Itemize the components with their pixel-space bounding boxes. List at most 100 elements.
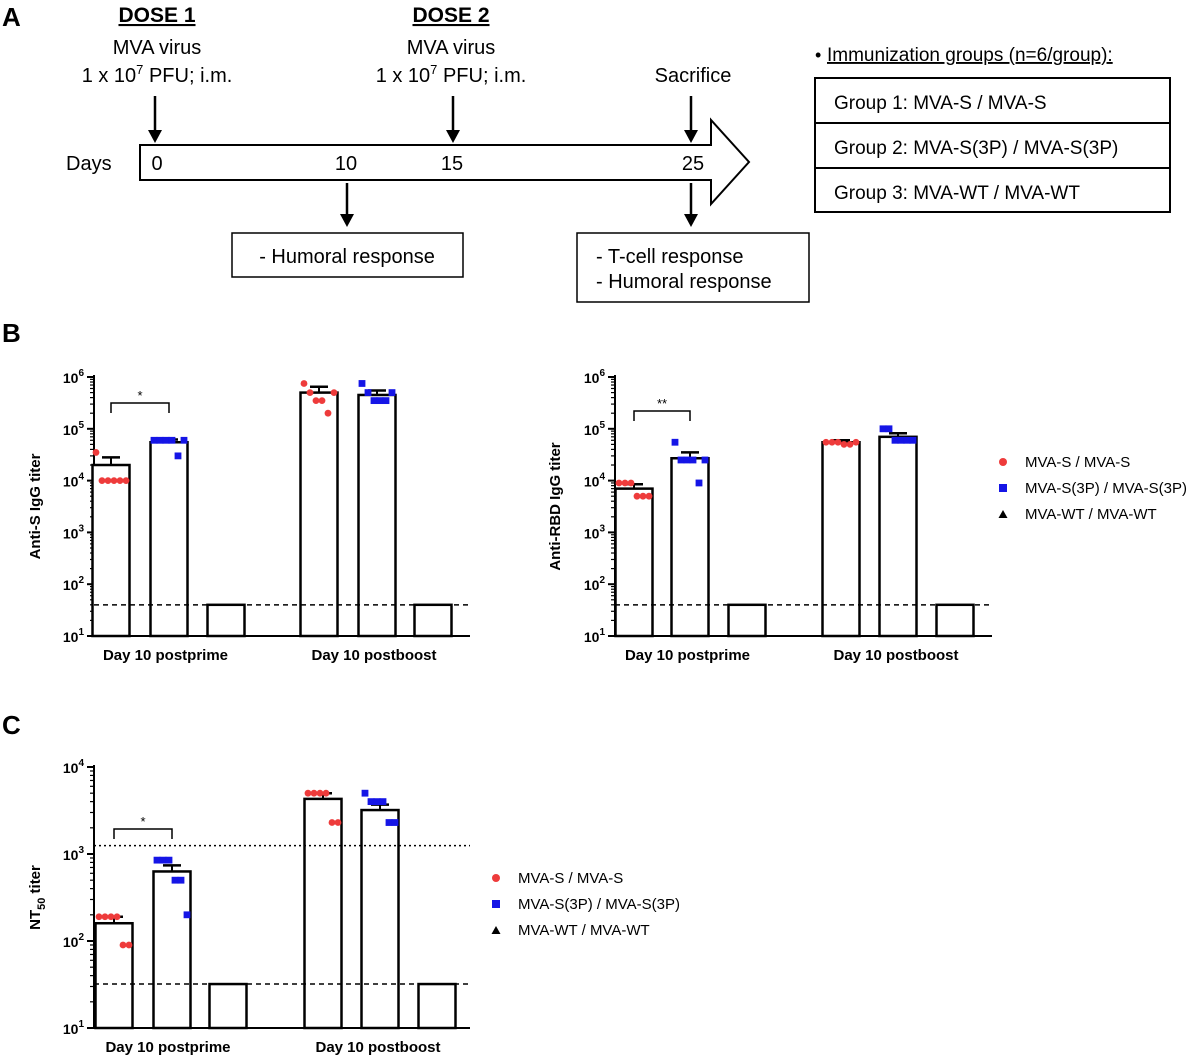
groups-heading-bullet: • bbox=[815, 45, 821, 65]
data-point-square bbox=[364, 389, 372, 396]
data-point-square bbox=[689, 456, 697, 464]
y-tick-exponent: 3 bbox=[599, 523, 605, 534]
data-point-square bbox=[701, 456, 709, 464]
significance-label: * bbox=[137, 388, 142, 403]
y-tick-exponent: 2 bbox=[599, 575, 605, 586]
y-tick-base: 10 bbox=[63, 525, 79, 541]
significance-bracket bbox=[110, 402, 170, 413]
y-tick-base: 10 bbox=[584, 629, 600, 645]
data-point-square bbox=[385, 819, 393, 826]
legend-marker-triangle bbox=[998, 510, 1008, 518]
bar bbox=[878, 435, 918, 638]
data-point-square bbox=[391, 819, 399, 826]
down-arrow-dose1 bbox=[148, 96, 162, 143]
y-tick-label: 104 bbox=[63, 758, 85, 776]
data-point-square bbox=[897, 436, 905, 444]
y-tick-base: 10 bbox=[63, 629, 79, 645]
day-tick-25: 25 bbox=[682, 153, 704, 175]
sacrifice-label: Sacrifice bbox=[655, 65, 732, 87]
group-row-3: Group 3: MVA-WT / MVA-WT bbox=[834, 183, 1080, 204]
bar bbox=[303, 797, 343, 1030]
data-point-square bbox=[879, 425, 887, 433]
data-point-square bbox=[183, 911, 191, 919]
dose1-line2-sup: 7 bbox=[136, 62, 143, 77]
bar bbox=[94, 921, 134, 1030]
data-point-square bbox=[150, 436, 158, 444]
down-arrow-day25 bbox=[684, 183, 698, 227]
panel-a-letter: A bbox=[2, 2, 21, 32]
box-day25 bbox=[576, 232, 810, 303]
data-point-circle bbox=[330, 389, 338, 396]
y-axis-label-part: NT bbox=[27, 910, 44, 930]
y-tick-base: 10 bbox=[584, 577, 600, 593]
day-tick-15: 15 bbox=[441, 153, 463, 175]
data-point-circle bbox=[639, 492, 647, 500]
significance-bracket bbox=[633, 410, 691, 421]
bar bbox=[357, 393, 397, 638]
legend-label: MVA-S / MVA-S bbox=[518, 870, 623, 887]
y-tick-exponent: 5 bbox=[78, 420, 84, 431]
data-point-circle bbox=[334, 819, 342, 826]
x-category-label: Day 10 postboost bbox=[833, 647, 958, 664]
down-arrow-dose2 bbox=[446, 96, 460, 143]
days-label: Days bbox=[66, 153, 112, 175]
data-point-square bbox=[891, 436, 899, 444]
y-tick-exponent: 6 bbox=[599, 368, 605, 379]
y-tick-exponent: 4 bbox=[599, 472, 605, 483]
significance-label: * bbox=[140, 814, 145, 829]
dose2-line1: MVA virus bbox=[407, 37, 496, 59]
y-tick-base: 10 bbox=[584, 474, 600, 490]
day-tick-0: 0 bbox=[151, 153, 162, 175]
data-point-circle bbox=[846, 440, 854, 448]
y-tick-label: 105 bbox=[63, 420, 85, 438]
bar bbox=[299, 391, 339, 638]
data-point-circle bbox=[852, 438, 860, 446]
data-point-circle bbox=[304, 789, 312, 797]
y-tick-base: 10 bbox=[63, 577, 79, 593]
data-point-circle bbox=[116, 477, 124, 484]
legend-label: MVA-S(3P) / MVA-S(3P) bbox=[1025, 480, 1187, 497]
data-point-circle bbox=[113, 913, 121, 921]
data-point-square bbox=[361, 789, 369, 797]
bar bbox=[670, 457, 710, 638]
bar bbox=[206, 603, 246, 638]
data-point-circle bbox=[322, 789, 330, 797]
y-tick-base: 10 bbox=[63, 847, 79, 863]
box-day25-line2: - Humoral response bbox=[596, 271, 772, 293]
data-point-circle bbox=[119, 941, 127, 949]
legend-marker-square bbox=[999, 484, 1007, 492]
dose2-line2-post: PFU; i.m. bbox=[437, 65, 526, 87]
y-tick-base: 10 bbox=[63, 474, 79, 490]
y-tick-base: 10 bbox=[63, 760, 79, 776]
data-point-square bbox=[370, 397, 378, 405]
groups-heading: Immunization groups (n=6/group): bbox=[827, 45, 1113, 66]
significance-bracket bbox=[113, 828, 173, 839]
down-arrow-sacrifice bbox=[684, 96, 698, 143]
data-point-square bbox=[683, 456, 691, 464]
x-category-label: Day 10 postprime bbox=[625, 647, 750, 664]
data-point-square bbox=[180, 436, 188, 444]
legend-marker-triangle bbox=[491, 926, 501, 934]
legend-label: MVA-S(3P) / MVA-S(3P) bbox=[518, 896, 680, 913]
bar bbox=[614, 487, 654, 638]
y-tick-label: 105 bbox=[584, 420, 606, 438]
data-point-circle bbox=[318, 397, 326, 405]
dose1-title: DOSE 1 bbox=[118, 4, 195, 27]
dose1-line1: MVA virus bbox=[113, 37, 202, 59]
bar bbox=[360, 808, 400, 1030]
data-point-circle bbox=[316, 789, 324, 797]
y-axis-label-part: titer bbox=[27, 865, 44, 898]
legend-label: MVA-WT / MVA-WT bbox=[1025, 506, 1157, 523]
data-point-circle bbox=[122, 477, 130, 484]
y-axis-label: Anti-S IgG titer bbox=[27, 453, 44, 559]
data-point-circle bbox=[110, 477, 118, 484]
data-point-square bbox=[168, 436, 176, 444]
data-point-circle bbox=[627, 479, 635, 487]
data-point-square bbox=[388, 389, 396, 396]
dose1-line2: 1 x 107 PFU; i.m. bbox=[82, 62, 233, 87]
dose2-line2: 1 x 107 PFU; i.m. bbox=[376, 62, 527, 87]
down-arrow-day10 bbox=[340, 183, 354, 227]
bar bbox=[208, 982, 248, 1030]
y-tick-label: 101 bbox=[63, 627, 85, 645]
